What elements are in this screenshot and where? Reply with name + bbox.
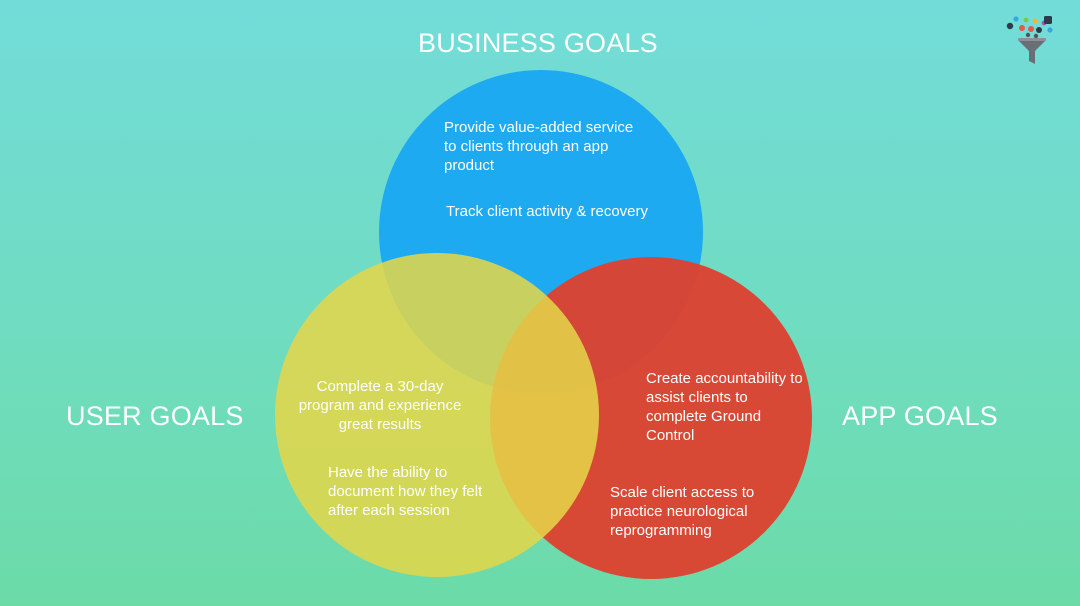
user-goal-document-feelings: Have the ability to document how they fe…	[328, 464, 483, 519]
business-goal-value-added: Provide value-added service to clients t…	[444, 119, 634, 174]
user-goals-circle	[275, 253, 599, 577]
funnel-logo-icon	[1006, 16, 1053, 64]
user-goal-complete-program: Complete a 30-day program and experience…	[298, 378, 462, 433]
business-goal-track-activity: Track client activity & recovery	[446, 203, 648, 220]
app-goal-accountability: Create accountability to assist clients …	[646, 370, 803, 444]
business-goals-heading: BUSINESS GOALS	[418, 28, 658, 58]
app-goals-heading: APP GOALS	[842, 401, 998, 431]
app-goal-scale-access: Scale client access to practice neurolog…	[610, 484, 755, 539]
user-goals-heading: USER GOALS	[66, 401, 244, 431]
